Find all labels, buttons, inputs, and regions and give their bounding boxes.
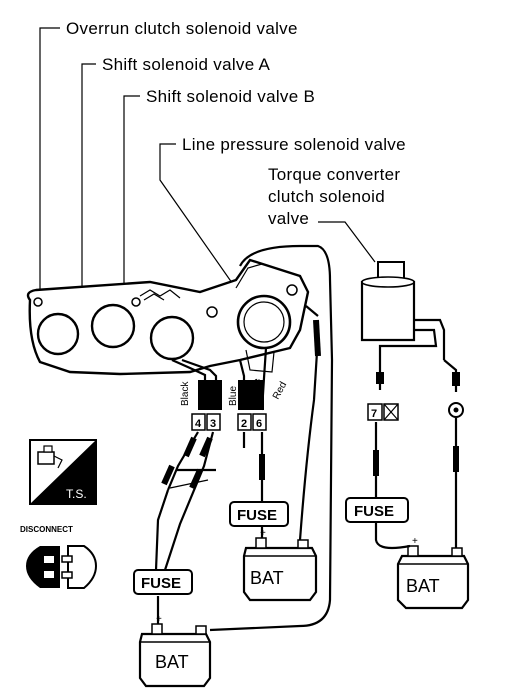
fuse-box-middle: FUSE bbox=[229, 501, 289, 527]
fuse-middle-label: FUSE bbox=[237, 507, 277, 524]
pin-4: 4 bbox=[195, 418, 202, 430]
solenoid-valve-body bbox=[26, 258, 310, 376]
ts-icon: T.S. bbox=[29, 439, 97, 505]
label-overrun-clutch-solenoid: Overrun clutch solenoid valve bbox=[66, 19, 298, 38]
label-tcc-line3: valve bbox=[268, 209, 309, 228]
disconnect-icon: DISCONNECT bbox=[20, 525, 98, 589]
ground-terminal bbox=[448, 402, 464, 418]
label-tcc-line1: Torque converter bbox=[268, 165, 400, 184]
fuse-left-label: FUSE bbox=[141, 575, 181, 592]
battery-left-label: BAT bbox=[155, 652, 189, 672]
line-pressure-solenoid-body bbox=[236, 294, 292, 350]
disconnect-label: DISCONNECT bbox=[20, 525, 73, 534]
overrun-clutch-solenoid-body bbox=[36, 312, 80, 356]
leader-lines bbox=[39, 27, 376, 321]
wire-white-label: White bbox=[252, 378, 263, 404]
tcc-solenoid bbox=[360, 261, 460, 392]
svg-text:+: + bbox=[260, 528, 266, 539]
pin-7: 7 bbox=[371, 408, 377, 420]
fuse-box-right: FUSE bbox=[345, 497, 409, 523]
label-shift-solenoid-a: Shift solenoid valve A bbox=[102, 55, 271, 74]
wire-black-label: Black bbox=[180, 381, 191, 406]
battery-middle-label: BAT bbox=[250, 568, 284, 588]
label-line-pressure-solenoid: Line pressure solenoid valve bbox=[182, 135, 406, 154]
test-leads-left bbox=[154, 431, 216, 624]
test-leads-right bbox=[373, 418, 459, 550]
battery-left: + BAT bbox=[138, 614, 212, 688]
pin-6: 6 bbox=[256, 418, 262, 430]
battery-right-label: BAT bbox=[406, 576, 440, 596]
shift-solenoid-b-body bbox=[149, 315, 195, 361]
ts-label: T.S. bbox=[66, 487, 87, 501]
label-tcc-line2: clutch solenoid bbox=[268, 187, 385, 206]
fuse-box-left: FUSE bbox=[133, 569, 193, 595]
wire-red-label: Red bbox=[271, 380, 289, 401]
label-shift-solenoid-b: Shift solenoid valve B bbox=[146, 87, 315, 106]
fuse-right-label: FUSE bbox=[354, 503, 394, 520]
svg-text:+: + bbox=[156, 614, 162, 625]
wire-blue-label: Blue bbox=[228, 386, 239, 406]
battery-right: + BAT bbox=[396, 536, 470, 610]
battery-middle: + BAT bbox=[242, 528, 318, 602]
svg-text:+: + bbox=[412, 536, 418, 547]
red-lead-loop bbox=[209, 244, 334, 632]
connector-4-3-2-6: 4 3 2 6 bbox=[191, 413, 267, 431]
pin-2: 2 bbox=[241, 418, 247, 430]
connector-7: 7 bbox=[367, 403, 399, 421]
pin-3: 3 bbox=[210, 418, 216, 430]
shift-solenoid-a-body bbox=[90, 303, 136, 349]
